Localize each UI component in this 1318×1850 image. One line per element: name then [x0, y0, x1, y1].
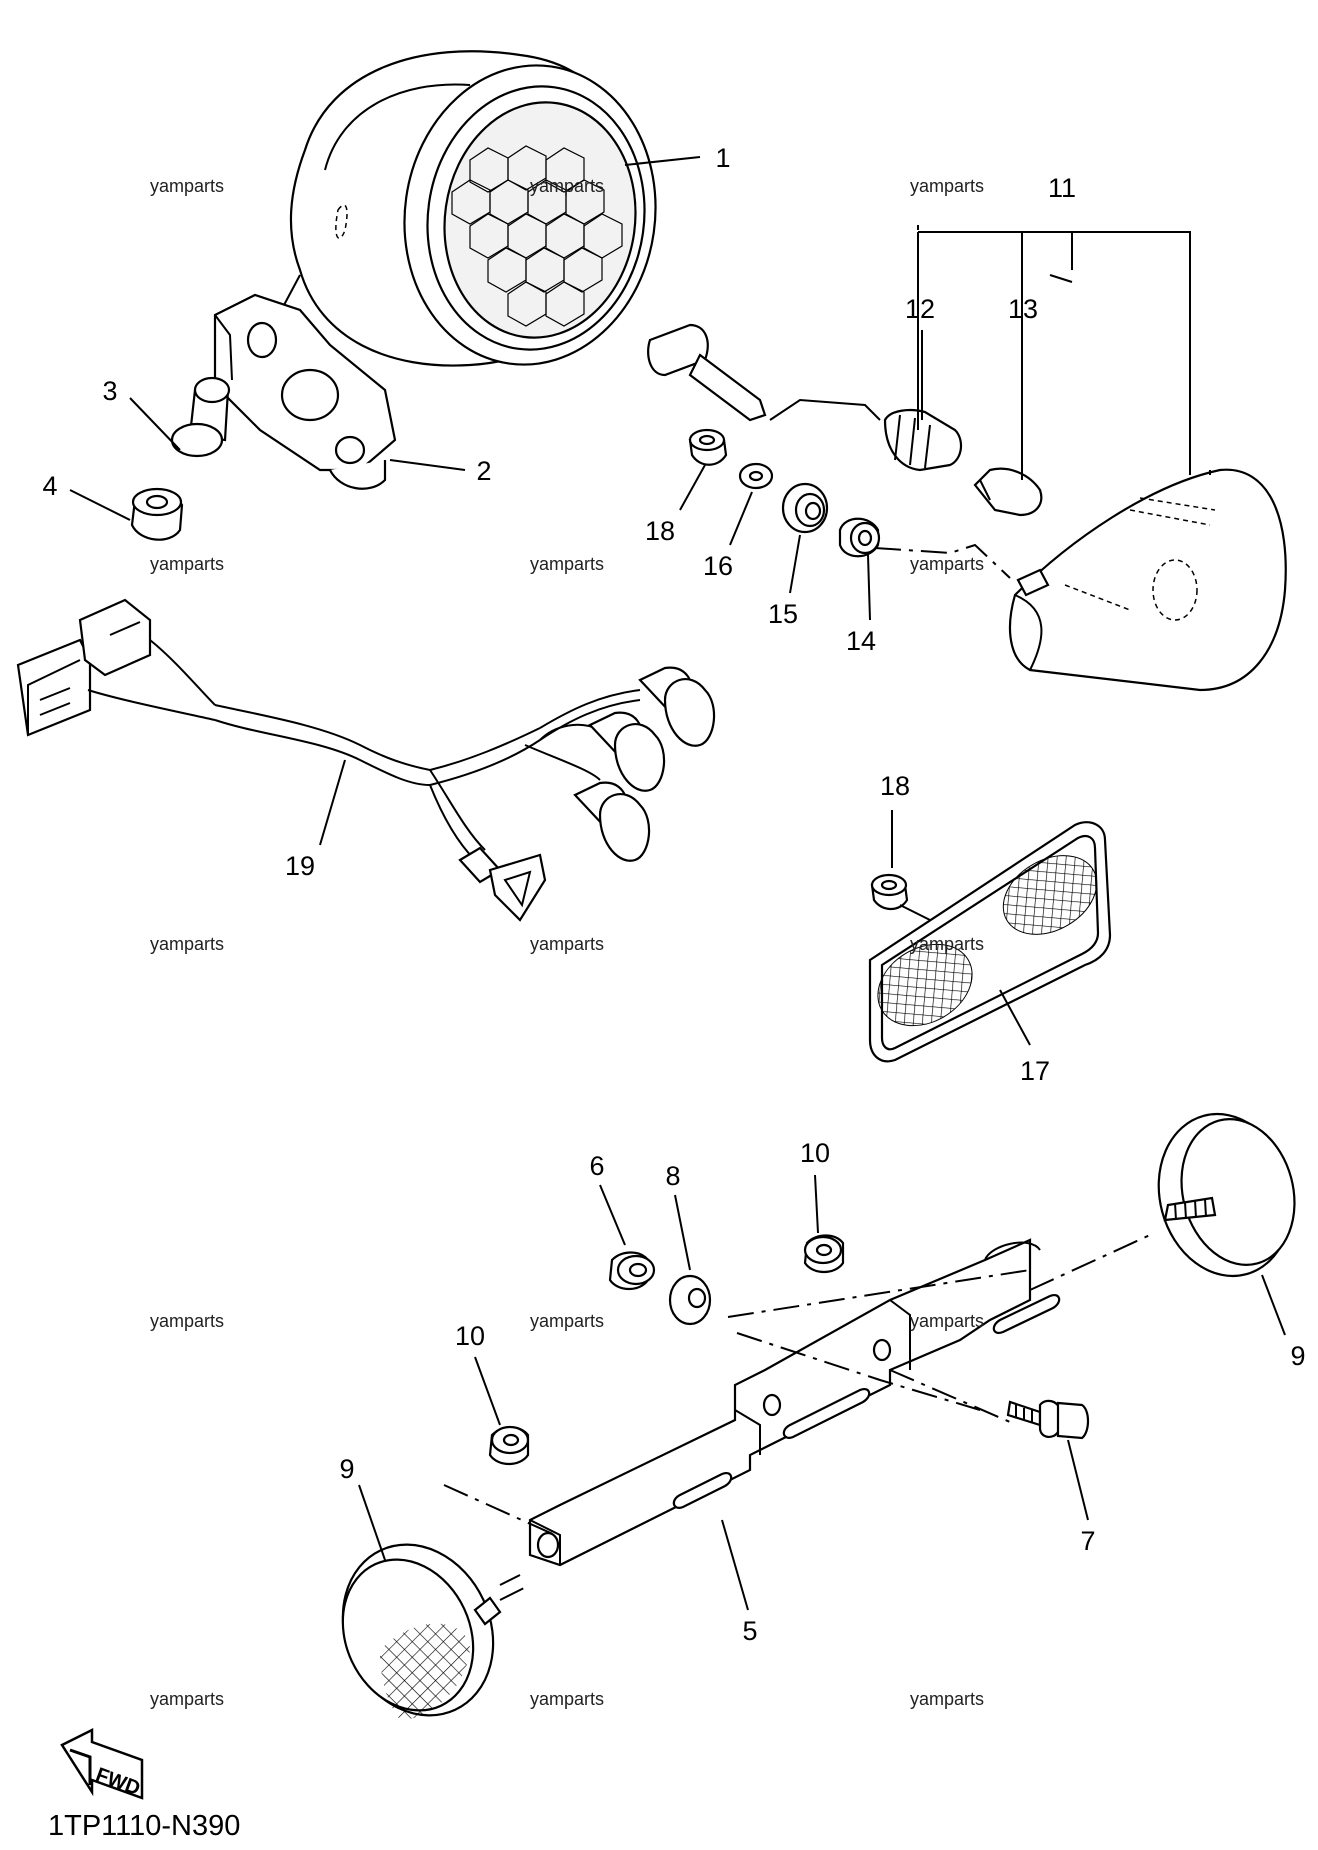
part-6-collar	[608, 1251, 656, 1291]
watermark: yamparts	[910, 176, 984, 196]
watermark: yamparts	[530, 554, 604, 574]
part-11-flasher-light	[1008, 468, 1287, 692]
label-part-18-lower: 18	[880, 771, 910, 801]
part-10-nut-lower	[488, 1425, 530, 1466]
label-part-19: 19	[285, 851, 315, 881]
label-part-10-lower: 10	[455, 1321, 485, 1351]
part-7-bolt	[1006, 1399, 1090, 1521]
part-15-grommet	[781, 482, 829, 534]
label-part-9-right: 9	[1290, 1341, 1305, 1371]
part-5-plate-bracket	[528, 1238, 1061, 1611]
label-part-13: 13	[1008, 294, 1038, 324]
label-part-4: 4	[42, 471, 57, 501]
part-12-socket	[647, 323, 963, 472]
watermark: yamparts	[910, 1311, 984, 1331]
leader-lines	[69, 156, 1191, 868]
part-2-bracket	[213, 293, 397, 490]
watermark: yamparts	[530, 1689, 604, 1709]
part-1-lamp-unit	[267, 50, 657, 367]
watermark: yamparts	[910, 554, 984, 574]
label-part-2: 2	[476, 456, 491, 486]
label-part-1: 1	[715, 143, 730, 173]
part-17-reflector	[868, 821, 1112, 1063]
watermark: yamparts	[150, 1311, 224, 1331]
label-part-11: 11	[1048, 173, 1076, 203]
label-part-17: 17	[1020, 1056, 1050, 1086]
watermark: yamparts	[910, 1689, 984, 1709]
watermark: yamparts	[910, 934, 984, 954]
watermark: yamparts	[150, 934, 224, 954]
watermark: yamparts	[150, 554, 224, 574]
part-8-washer	[668, 1274, 712, 1326]
label-part-8: 8	[665, 1161, 680, 1191]
part-4-spacer	[130, 487, 184, 541]
watermark: yamparts	[530, 176, 604, 196]
fwd-arrow-icon: FWD	[60, 1727, 144, 1800]
label-part-15: 15	[768, 599, 798, 629]
label-part-18-upper: 18	[645, 516, 675, 546]
part-number-labels: 1 2 3 4 11 12 13 18 16 15 14 19 18 17 6 …	[42, 143, 1305, 1646]
diagram-code: 1TP1110-N390	[48, 1810, 240, 1842]
label-part-7: 7	[1080, 1526, 1095, 1556]
watermark: yamparts	[530, 1311, 604, 1331]
part-3-collar	[170, 376, 231, 458]
part-19-wire-harness	[16, 598, 716, 922]
watermarks: yamparts yamparts yamparts yamparts yamp…	[150, 176, 984, 1709]
part-16-washer	[738, 462, 774, 490]
label-part-16: 16	[703, 551, 733, 581]
part-14-collar	[838, 517, 881, 558]
part-9-reflector-right	[1157, 1112, 1296, 1336]
part-13-bulb	[973, 467, 1043, 517]
label-part-6: 6	[589, 1151, 604, 1181]
watermark: yamparts	[150, 176, 224, 196]
watermark: yamparts	[150, 1689, 224, 1709]
label-part-5: 5	[742, 1616, 757, 1646]
part-18-nut-lower	[870, 873, 909, 911]
label-part-3: 3	[102, 376, 117, 406]
watermark: yamparts	[530, 934, 604, 954]
part-10-nut-upper	[803, 1234, 845, 1274]
part-9-reflector-left	[341, 1484, 502, 1720]
part-18-nut-upper	[688, 428, 728, 466]
label-part-9-left: 9	[339, 1454, 354, 1484]
label-part-10-upper: 10	[800, 1138, 830, 1168]
label-part-12: 12	[905, 294, 935, 324]
label-part-14: 14	[846, 626, 876, 656]
